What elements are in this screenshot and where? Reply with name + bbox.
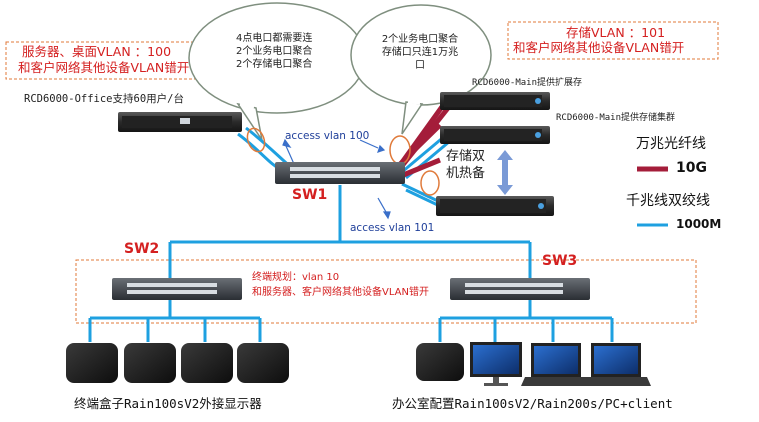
- access-vlan-101-label: access vlan 101: [350, 222, 435, 234]
- terminal-box: [237, 343, 289, 383]
- sw3-label: SW3: [542, 253, 578, 269]
- sw2-switch: [112, 278, 242, 300]
- right-vlan-box: [507, 21, 719, 60]
- hotbackup-line1: 存储双: [446, 149, 486, 164]
- bubble-left-line1: 4点电口都需要连: [236, 33, 313, 44]
- bubble-right-line2: 存储口只连1万兆: [381, 47, 459, 58]
- sw1-label: SW1: [292, 187, 328, 203]
- sw3-switch: [450, 278, 590, 300]
- main-server-1: [440, 92, 550, 110]
- main-expand-label: RCD6000-Main提供扩展存: [472, 78, 583, 88]
- copper-links: [88, 126, 614, 342]
- access-layer-box: [75, 259, 697, 324]
- left-vlan-line2: 和客户网络其他设备VLAN错开: [18, 60, 190, 75]
- bubble-left: [188, 2, 366, 141]
- sw2-label: SW2: [124, 241, 160, 257]
- terminal-box: [416, 343, 464, 381]
- bottom-left-label: 终端盒子Rain100sV2外接显示器: [74, 396, 262, 411]
- main-server-3: [436, 196, 554, 216]
- terminal-plan-line2: 和服务器、客户网络其他设备VLAN错开: [252, 287, 429, 298]
- bottom-right-label: 办公室配置Rain100sV2/Rain200s/PC+client: [392, 396, 673, 411]
- bubble-right-line1: 2个业务电口聚合: [381, 34, 459, 45]
- legend-copper-title: 千兆线双绞线: [626, 193, 710, 209]
- right-vlan-line2: 和客户网络其他设备VLAN错开: [513, 40, 685, 55]
- laptop-icon: [521, 343, 591, 386]
- bubble-right: [350, 4, 492, 135]
- sw1-switch: [275, 162, 405, 184]
- main-storage-label: RCD6000-Main提供存储集群: [556, 113, 676, 123]
- access-vlan-100-label: access vlan 100: [285, 130, 370, 142]
- office-server: [118, 112, 242, 132]
- terminal-plan-line1: 终端规划：vlan 10: [252, 272, 340, 283]
- terminal-box: [181, 343, 233, 383]
- left-vlan-line1: 服务器、桌面VLAN ：100: [22, 44, 172, 59]
- laptop-icon: [581, 343, 651, 386]
- hotbackup-arrow: [497, 150, 513, 195]
- vlan-arrows: [282, 138, 391, 220]
- bubble-right-line3: 口: [415, 60, 425, 71]
- monitor-icon: [470, 342, 522, 386]
- legend-fiber-title: 万兆光纤线: [636, 136, 706, 152]
- legend-fiber-speed: 10G: [676, 160, 707, 176]
- legend-copper-speed: 1000M: [676, 217, 722, 231]
- bubble-left-line2: 2个业务电口聚合: [236, 46, 313, 57]
- main-server-2: [440, 126, 550, 144]
- office-server-label: RCD6000-Office支持60用户/台: [24, 93, 184, 105]
- terminal-box: [66, 343, 118, 383]
- right-vlan-line1: 存储VLAN ：101: [566, 25, 666, 40]
- terminal-box: [124, 343, 176, 383]
- hotbackup-line2: 机热备: [446, 166, 486, 181]
- bubble-left-line3: 2个存储电口聚合: [236, 59, 313, 70]
